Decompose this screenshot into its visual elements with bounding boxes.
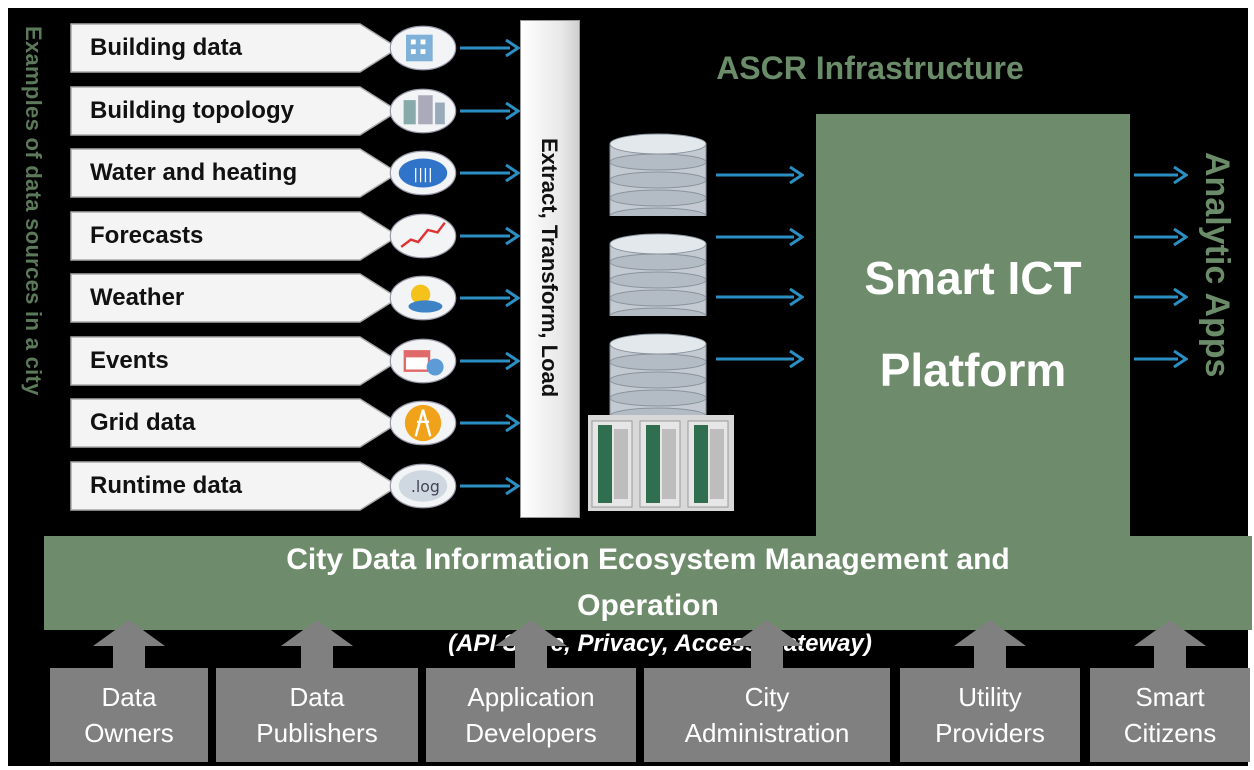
water-meter-icon: |||| bbox=[389, 150, 457, 196]
etl-label: Extract, Transform, Load bbox=[537, 138, 562, 398]
source-label: Runtime data bbox=[90, 471, 243, 499]
source-label-arrow-shape bbox=[70, 398, 400, 448]
stakeholder-line1: City bbox=[744, 682, 790, 712]
ecosystem-title-line1: City Data Information Ecosystem Manageme… bbox=[286, 543, 1010, 576]
data-source-row: Grid data bbox=[70, 398, 521, 448]
flow-arrow-icon bbox=[460, 100, 521, 127]
stakeholder-line2: Providers bbox=[935, 718, 1045, 748]
source-label-arrow-shape bbox=[70, 148, 400, 198]
database-icon bbox=[608, 132, 708, 225]
upward-arrow-icon bbox=[952, 618, 1028, 677]
platform-label: Smart ICT Platform bbox=[816, 232, 1130, 416]
flow-arrow-icon bbox=[460, 37, 521, 64]
server-rack-icon bbox=[588, 415, 734, 511]
building-topology-icon bbox=[389, 88, 457, 133]
infrastructure-header: ASCR Infrastructure bbox=[716, 50, 1024, 86]
right-side-label: Analytic Apps bbox=[1198, 152, 1236, 378]
source-label: Events bbox=[90, 346, 169, 374]
weather-sun-icon bbox=[389, 275, 457, 321]
database-icon bbox=[608, 332, 708, 425]
stakeholder-line2: Administration bbox=[684, 718, 850, 748]
source-label-arrow-shape bbox=[70, 85, 400, 136]
svg-text:||||: |||| bbox=[413, 167, 433, 183]
events-icon bbox=[389, 338, 457, 383]
database-icon bbox=[608, 232, 708, 325]
data-source-row: Runtime data .log bbox=[70, 460, 521, 511]
data-source-row: Building topology bbox=[70, 85, 521, 136]
source-label: Building data bbox=[90, 34, 242, 61]
stakeholder-line2: Developers bbox=[465, 718, 597, 748]
source-label-arrow-shape bbox=[70, 460, 400, 511]
upward-arrow-icon bbox=[91, 618, 167, 677]
etl-box bbox=[520, 20, 580, 518]
source-label: Water and heating bbox=[90, 159, 298, 186]
output-arrow-icon bbox=[1134, 348, 1189, 375]
svg-text:.log: .log bbox=[411, 477, 440, 496]
source-label-arrow-shape bbox=[70, 273, 400, 323]
stakeholder-line1: Smart bbox=[1135, 682, 1205, 712]
flow-arrow-icon bbox=[460, 350, 521, 377]
output-arrow-icon bbox=[1134, 226, 1189, 253]
source-label: Grid data bbox=[90, 409, 196, 436]
smart-ict-platform-box bbox=[816, 114, 1130, 544]
output-arrow-icon bbox=[1134, 164, 1189, 191]
building-icon bbox=[389, 25, 457, 71]
flow-arrow-icon bbox=[460, 475, 521, 502]
upward-arrow-icon bbox=[493, 618, 569, 677]
left-side-label: Examples of data sources in a city bbox=[21, 26, 46, 396]
data-source-row: Weather bbox=[70, 273, 521, 323]
flow-arrow-icon bbox=[460, 412, 521, 439]
data-source-row: Building data bbox=[70, 23, 521, 73]
stakeholder-line2: Citizens bbox=[1123, 718, 1217, 748]
ecosystem-band bbox=[44, 536, 1252, 630]
flow-arrow-icon bbox=[716, 286, 805, 313]
ecosystem-title-line2: Operation bbox=[577, 589, 719, 622]
ecosystem-title: City Data Information Ecosystem Manageme… bbox=[44, 537, 1252, 629]
upward-arrow-icon bbox=[279, 618, 355, 677]
stakeholder-line1: Utility bbox=[958, 682, 1022, 712]
stakeholder-line1: Data bbox=[289, 682, 345, 712]
upward-arrow-icon bbox=[729, 618, 805, 677]
source-label: Weather bbox=[90, 284, 185, 311]
source-label: Forecasts bbox=[90, 221, 204, 249]
flow-arrow-icon bbox=[460, 162, 521, 189]
data-source-row: Events bbox=[70, 335, 521, 386]
flow-arrow-icon bbox=[716, 164, 805, 191]
power-grid-icon bbox=[389, 400, 457, 446]
upward-arrow-icon bbox=[1132, 618, 1208, 677]
source-label-arrow-shape bbox=[70, 335, 400, 386]
stakeholder-line1: Data bbox=[101, 682, 157, 712]
source-label-arrow-shape bbox=[70, 23, 400, 73]
stakeholder-line1: Application bbox=[467, 682, 595, 712]
data-source-row: Forecasts bbox=[70, 210, 521, 261]
flow-arrow-icon bbox=[460, 225, 521, 252]
platform-line1: Smart ICT bbox=[864, 252, 1082, 304]
flow-arrow-icon bbox=[460, 287, 521, 314]
stakeholder-line2: Owners bbox=[84, 718, 174, 748]
log-icon: .log bbox=[389, 463, 457, 508]
data-source-row: Water and heating |||| bbox=[70, 148, 521, 198]
platform-line2: Platform bbox=[879, 344, 1067, 396]
flow-arrow-icon bbox=[716, 348, 805, 375]
flow-arrow-icon bbox=[716, 226, 805, 253]
source-label-arrow-shape bbox=[70, 210, 400, 261]
stakeholder-line2: Publishers bbox=[256, 718, 378, 748]
forecast-chart-icon bbox=[389, 213, 457, 258]
output-arrow-icon bbox=[1134, 286, 1189, 313]
source-label: Building topology bbox=[90, 96, 294, 124]
ecosystem-subtitle: (API Store, Privacy, Access Gateway) bbox=[448, 630, 872, 657]
